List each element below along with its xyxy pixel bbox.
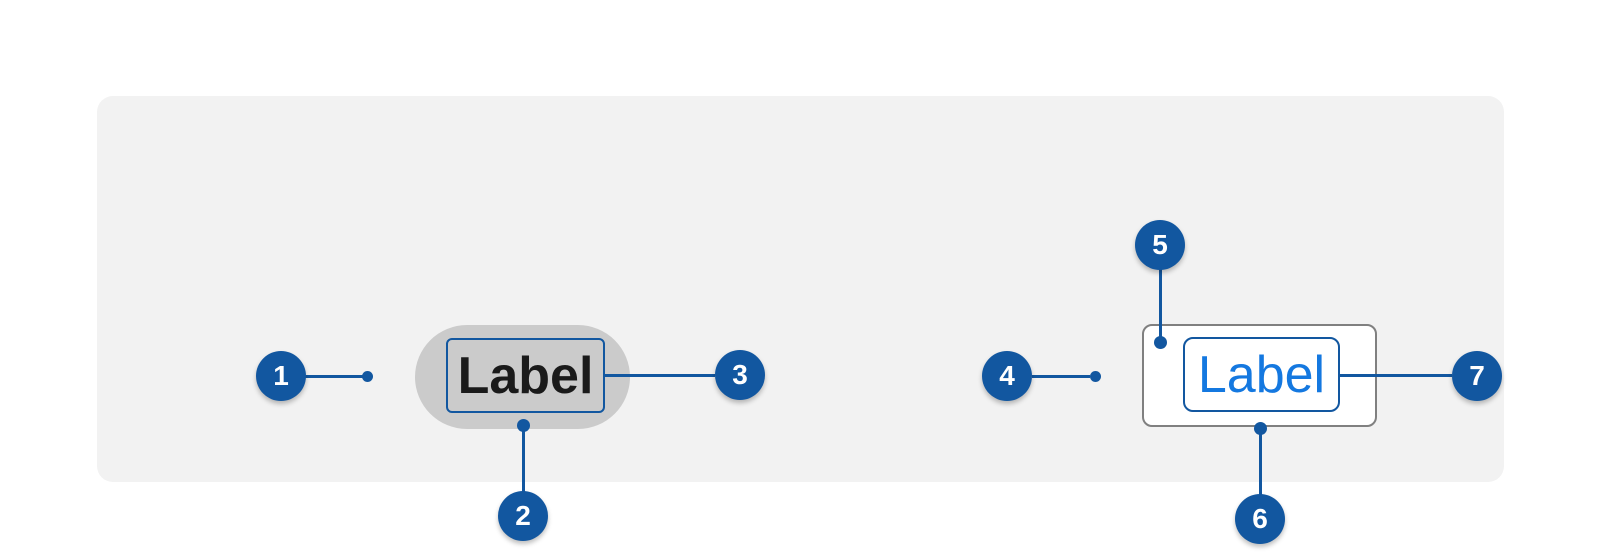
callout-5-badge: 5 (1135, 220, 1185, 270)
callout-5-pointer-dot (1153, 335, 1167, 349)
callout-1-leader-line (305, 374, 365, 378)
callout-2-pointer-dot (516, 418, 530, 432)
callout-2-leader-line (521, 425, 525, 492)
callout-2-badge: 2 (498, 491, 548, 541)
example-panel: Label Label 1 2 3 4 5 6 7 (97, 96, 1504, 544)
callout-3-badge: 3 (715, 350, 765, 400)
outlined-button-label: Label (1197, 345, 1326, 404)
pill-button-example[interactable]: Label (415, 325, 630, 429)
callout-4-badge: 4 (982, 351, 1032, 401)
callout-7-badge: 7 (1452, 351, 1502, 401)
outlined-button-example[interactable]: Label (1142, 324, 1377, 427)
callout-5-leader-line (1158, 269, 1162, 342)
callout-6-pointer-dot (1253, 421, 1267, 435)
outlined-button-focus-ring: Label (1183, 337, 1340, 412)
callout-6-leader-line (1258, 428, 1262, 495)
callout-4-leader-line (1032, 374, 1090, 378)
callout-1-pointer-dot (361, 370, 373, 382)
pill-button-focus-ring: Label (446, 338, 605, 413)
callout-1-badge: 1 (256, 351, 306, 401)
callout-3-leader-line (605, 373, 715, 377)
callout-4-pointer-dot (1089, 370, 1101, 382)
callout-6-badge: 6 (1235, 494, 1285, 544)
pill-button-label: Label (457, 346, 594, 405)
callout-7-leader-line (1340, 373, 1452, 377)
